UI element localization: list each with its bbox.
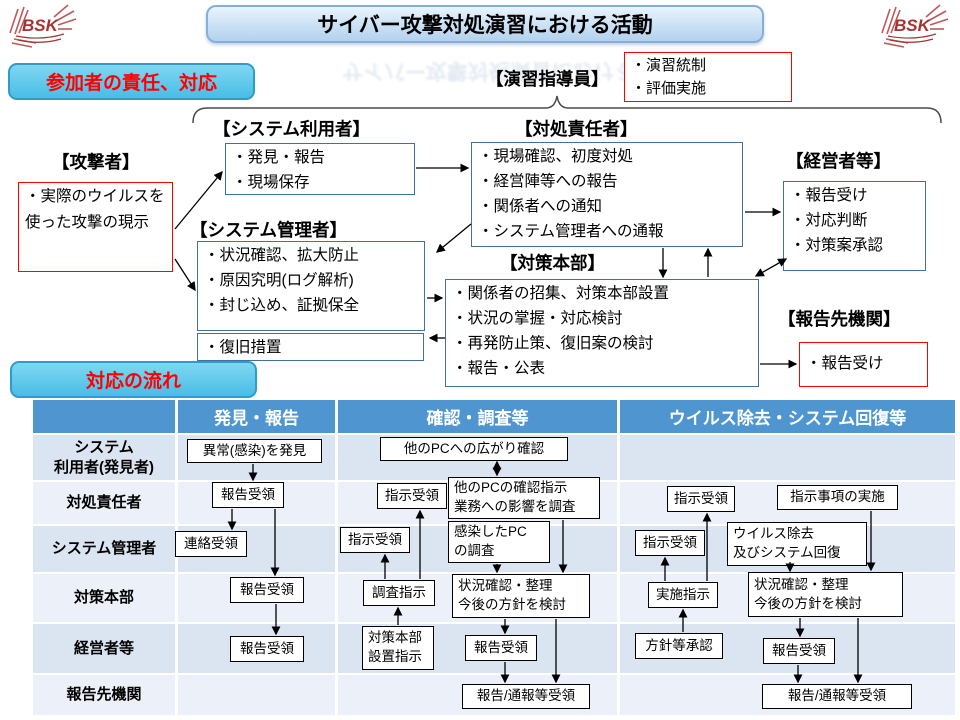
flow-box-check-spread: 他のPCへの広がり確認 xyxy=(380,437,568,461)
system-admin-box: ・状況確認、拡大防止 ・原因究明(ログ解析) ・封じ込め、証拠保全 xyxy=(197,241,425,331)
table-header-virus-removal: ウイルス除去・システム回復等 xyxy=(620,400,955,433)
attacker-box: ・実際のウイルスを使った攻撃の現示 xyxy=(18,182,173,272)
flow-box-instruction-received-r3c3: 指示受領 xyxy=(635,530,705,556)
countermeasure-hq-box: ・関係者の招集、対策本部設置 ・状況の掌握・対応検討 ・再発防止策、復旧案の検討… xyxy=(445,279,759,387)
table-header-discover-report: 発見・報告 xyxy=(178,400,335,433)
flow-box-situation-review-c2: 状況確認・整理 今後の方針を検討 xyxy=(452,574,590,618)
response-manager-box: ・現場確認、初度対処 ・経営陣等への報告 ・関係者への通知 ・システム管理者への… xyxy=(471,142,743,247)
flow-box-report-received-r5c3: 報告受領 xyxy=(763,638,835,664)
row-label-system-admin: システム管理者 xyxy=(33,526,175,572)
bsk-logo-left: BSK xyxy=(9,4,77,48)
label-executives: 【経営者等】 xyxy=(786,151,891,171)
label-system-user: 【システム利用者】 xyxy=(213,119,370,139)
label-response-manager: 【対処責任者】 xyxy=(515,119,638,139)
table-header-roles xyxy=(33,400,175,433)
flow-box-execute-instructions: 指示事項の実施 xyxy=(777,485,898,510)
label-countermeasure-hq: 【対策本部】 xyxy=(500,253,605,273)
svg-text:BSK: BSK xyxy=(894,16,932,35)
flow-box-report-notification-received-c3: 報告/通報等受領 xyxy=(762,684,912,709)
table-cell xyxy=(178,675,335,715)
row-label-executives: 経営者等 xyxy=(33,624,175,673)
badge-participants-responsibility: 参加者の責任、対応 xyxy=(8,63,255,100)
label-system-admin: 【システム管理者】 xyxy=(190,220,347,240)
flow-box-instruction-received-r2c2: 指示受領 xyxy=(377,483,447,509)
label-report-destination: 【報告先機関】 xyxy=(778,309,901,329)
table-cell xyxy=(620,435,955,480)
flow-box-report-received-r2: 報告受領 xyxy=(212,482,284,508)
bsk-logo-text: BSK xyxy=(22,16,60,35)
page-title: サイバー攻撃対処演習における活動 xyxy=(206,5,764,43)
badge-response-flow: 対応の流れ xyxy=(10,361,257,398)
flow-box-instruction-received-r3c2: 指示受領 xyxy=(340,527,410,553)
bsk-logo-right: BSK xyxy=(881,4,949,48)
flow-box-implementation-order: 実施指示 xyxy=(648,582,718,608)
row-label-system-user: システム 利用者(発見者) xyxy=(33,435,175,480)
flow-box-report-received-r5c1: 報告受領 xyxy=(230,636,304,662)
row-label-countermeasure-hq: 対策本部 xyxy=(33,574,175,622)
flow-box-infected-pc-investigation: 感染したPC の調査 xyxy=(448,521,550,563)
flow-box-anomaly-found: 異常(感染)を発見 xyxy=(187,439,322,463)
flow-box-policy-approval: 方針等承認 xyxy=(635,633,723,659)
row-label-report-destination: 報告先機関 xyxy=(33,675,175,715)
executives-box: ・報告受け ・対応判断 ・対策案承認 xyxy=(783,181,926,271)
flow-box-contact-received: 連絡受領 xyxy=(175,531,247,557)
flow-box-report-received-r4: 報告受領 xyxy=(230,577,304,603)
system-user-box: ・発見・報告 ・現場保存 xyxy=(225,143,415,195)
flow-box-instruction-received-r2c3: 指示受領 xyxy=(667,486,735,512)
flow-box-report-notification-received-c2: 報告/通報等受領 xyxy=(462,684,590,709)
recovery-box: ・復旧措置 xyxy=(197,333,424,361)
instructor-box: ・演習統制 ・評価実施 xyxy=(624,52,792,102)
table-header-confirm-investigate: 確認・調査等 xyxy=(338,400,617,433)
label-attacker: 【攻撃者】 xyxy=(52,152,140,172)
flow-box-report-received-r5c2: 報告受領 xyxy=(465,635,537,661)
flow-box-investigation-order: 調査指示 xyxy=(363,580,435,606)
flow-box-hq-setup-order: 対策本部 設置指示 xyxy=(362,626,434,670)
label-exercise-instructor: 【演習指導員】 xyxy=(486,69,609,89)
row-label-response-manager: 対処責任者 xyxy=(33,482,175,524)
flow-box-situation-review-c3: 状況確認・整理 今後の方針を検討 xyxy=(748,572,903,617)
flow-box-virus-removal-recovery: ウイルス除去 及びシステム回復 xyxy=(727,522,867,566)
flow-box-pc-check-instruction: 他のPCの確認指示 業務への影響を調査 xyxy=(448,477,600,519)
report-destination-box: ・報告受け xyxy=(799,342,928,387)
